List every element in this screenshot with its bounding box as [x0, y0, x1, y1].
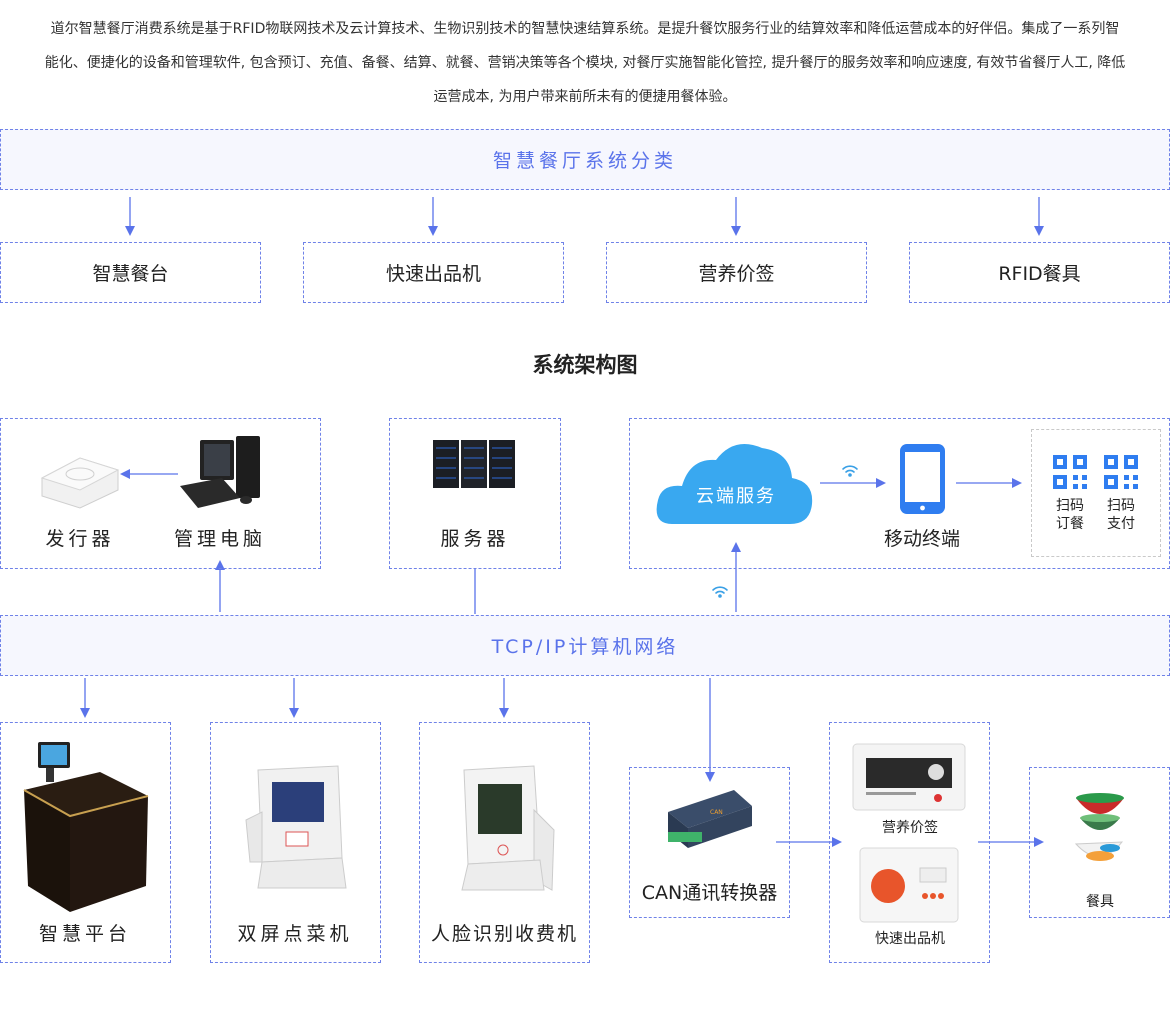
qr-panel	[1031, 429, 1161, 557]
network-label: TCP/IP计算机网络	[491, 636, 679, 658]
qr-order-line-1: 扫码	[1056, 498, 1084, 514]
intro-line-2: 能化、便捷化的设备和管理软件, 包含预订、充值、备餐、结算、就餐、营销决策等各个…	[44, 55, 1126, 71]
nutrition-tag-label: 营养价签	[882, 820, 938, 836]
quick-out-label: 快速出品机	[875, 931, 945, 947]
smart-platform-group	[0, 722, 171, 963]
category-rfid-tableware: RFID餐具	[909, 242, 1170, 303]
dual-screen-group	[210, 722, 381, 963]
issuer-label: 发行器	[45, 528, 115, 550]
smart-platform-label: 智慧平台	[38, 923, 131, 945]
dual-screen-label: 双屏点菜机	[237, 923, 353, 945]
can-label: CAN通讯转换器	[641, 882, 778, 904]
classification-band: 智慧餐厅系统分类	[0, 129, 1170, 190]
mobile-label: 移动终端	[883, 528, 960, 550]
qr-pay-line-2: 支付	[1107, 516, 1135, 532]
category-nutrition-tag: 营养价签	[606, 242, 867, 303]
face-pay-group	[419, 722, 590, 963]
qr-order-line-2: 订餐	[1056, 516, 1084, 532]
category-label: 营养价签	[698, 263, 775, 285]
face-pay-label: 人脸识别收费机	[430, 923, 578, 945]
wifi-icon-network	[712, 586, 728, 598]
server-group	[389, 418, 561, 569]
qr-order-label: 扫码 订餐	[1050, 497, 1090, 533]
network-band: TCP/IP计算机网络	[0, 615, 1170, 676]
tableware-label: 餐具	[1086, 894, 1114, 910]
classification-title: 智慧餐厅系统分类	[492, 150, 677, 172]
category-quick-out: 快速出品机	[303, 242, 564, 303]
intro-paragraph: 道尔智慧餐厅消费系统是基于RFID物联网技术及云计算技术、生物识别技术的智慧快速…	[0, 12, 1170, 114]
category-smart-table: 智慧餐台	[0, 242, 261, 303]
intro-line-3: 运营成本, 为用户带来前所未有的便捷用餐体验。	[433, 89, 737, 105]
category-label: 智慧餐台	[92, 263, 169, 285]
category-label: RFID餐具	[998, 263, 1081, 285]
intro-line-1: 道尔智慧餐厅消费系统是基于RFID物联网技术及云计算技术、生物识别技术的智慧快速…	[50, 21, 1120, 37]
svg-text:CAN: CAN	[710, 809, 723, 816]
architecture-title: 系统架构图	[532, 353, 638, 377]
can-group	[629, 767, 790, 918]
qr-pay-line-1: 扫码	[1107, 498, 1135, 514]
management-group	[0, 418, 321, 569]
qr-pay-label: 扫码 支付	[1101, 497, 1141, 533]
pc-label: 管理电脑	[173, 528, 266, 550]
category-label: 快速出品机	[385, 263, 481, 285]
wifi-icon-cloud	[842, 465, 858, 477]
server-label: 服务器	[440, 528, 510, 550]
tag-group	[829, 722, 990, 963]
cloud-label: 云端服务	[696, 486, 776, 507]
